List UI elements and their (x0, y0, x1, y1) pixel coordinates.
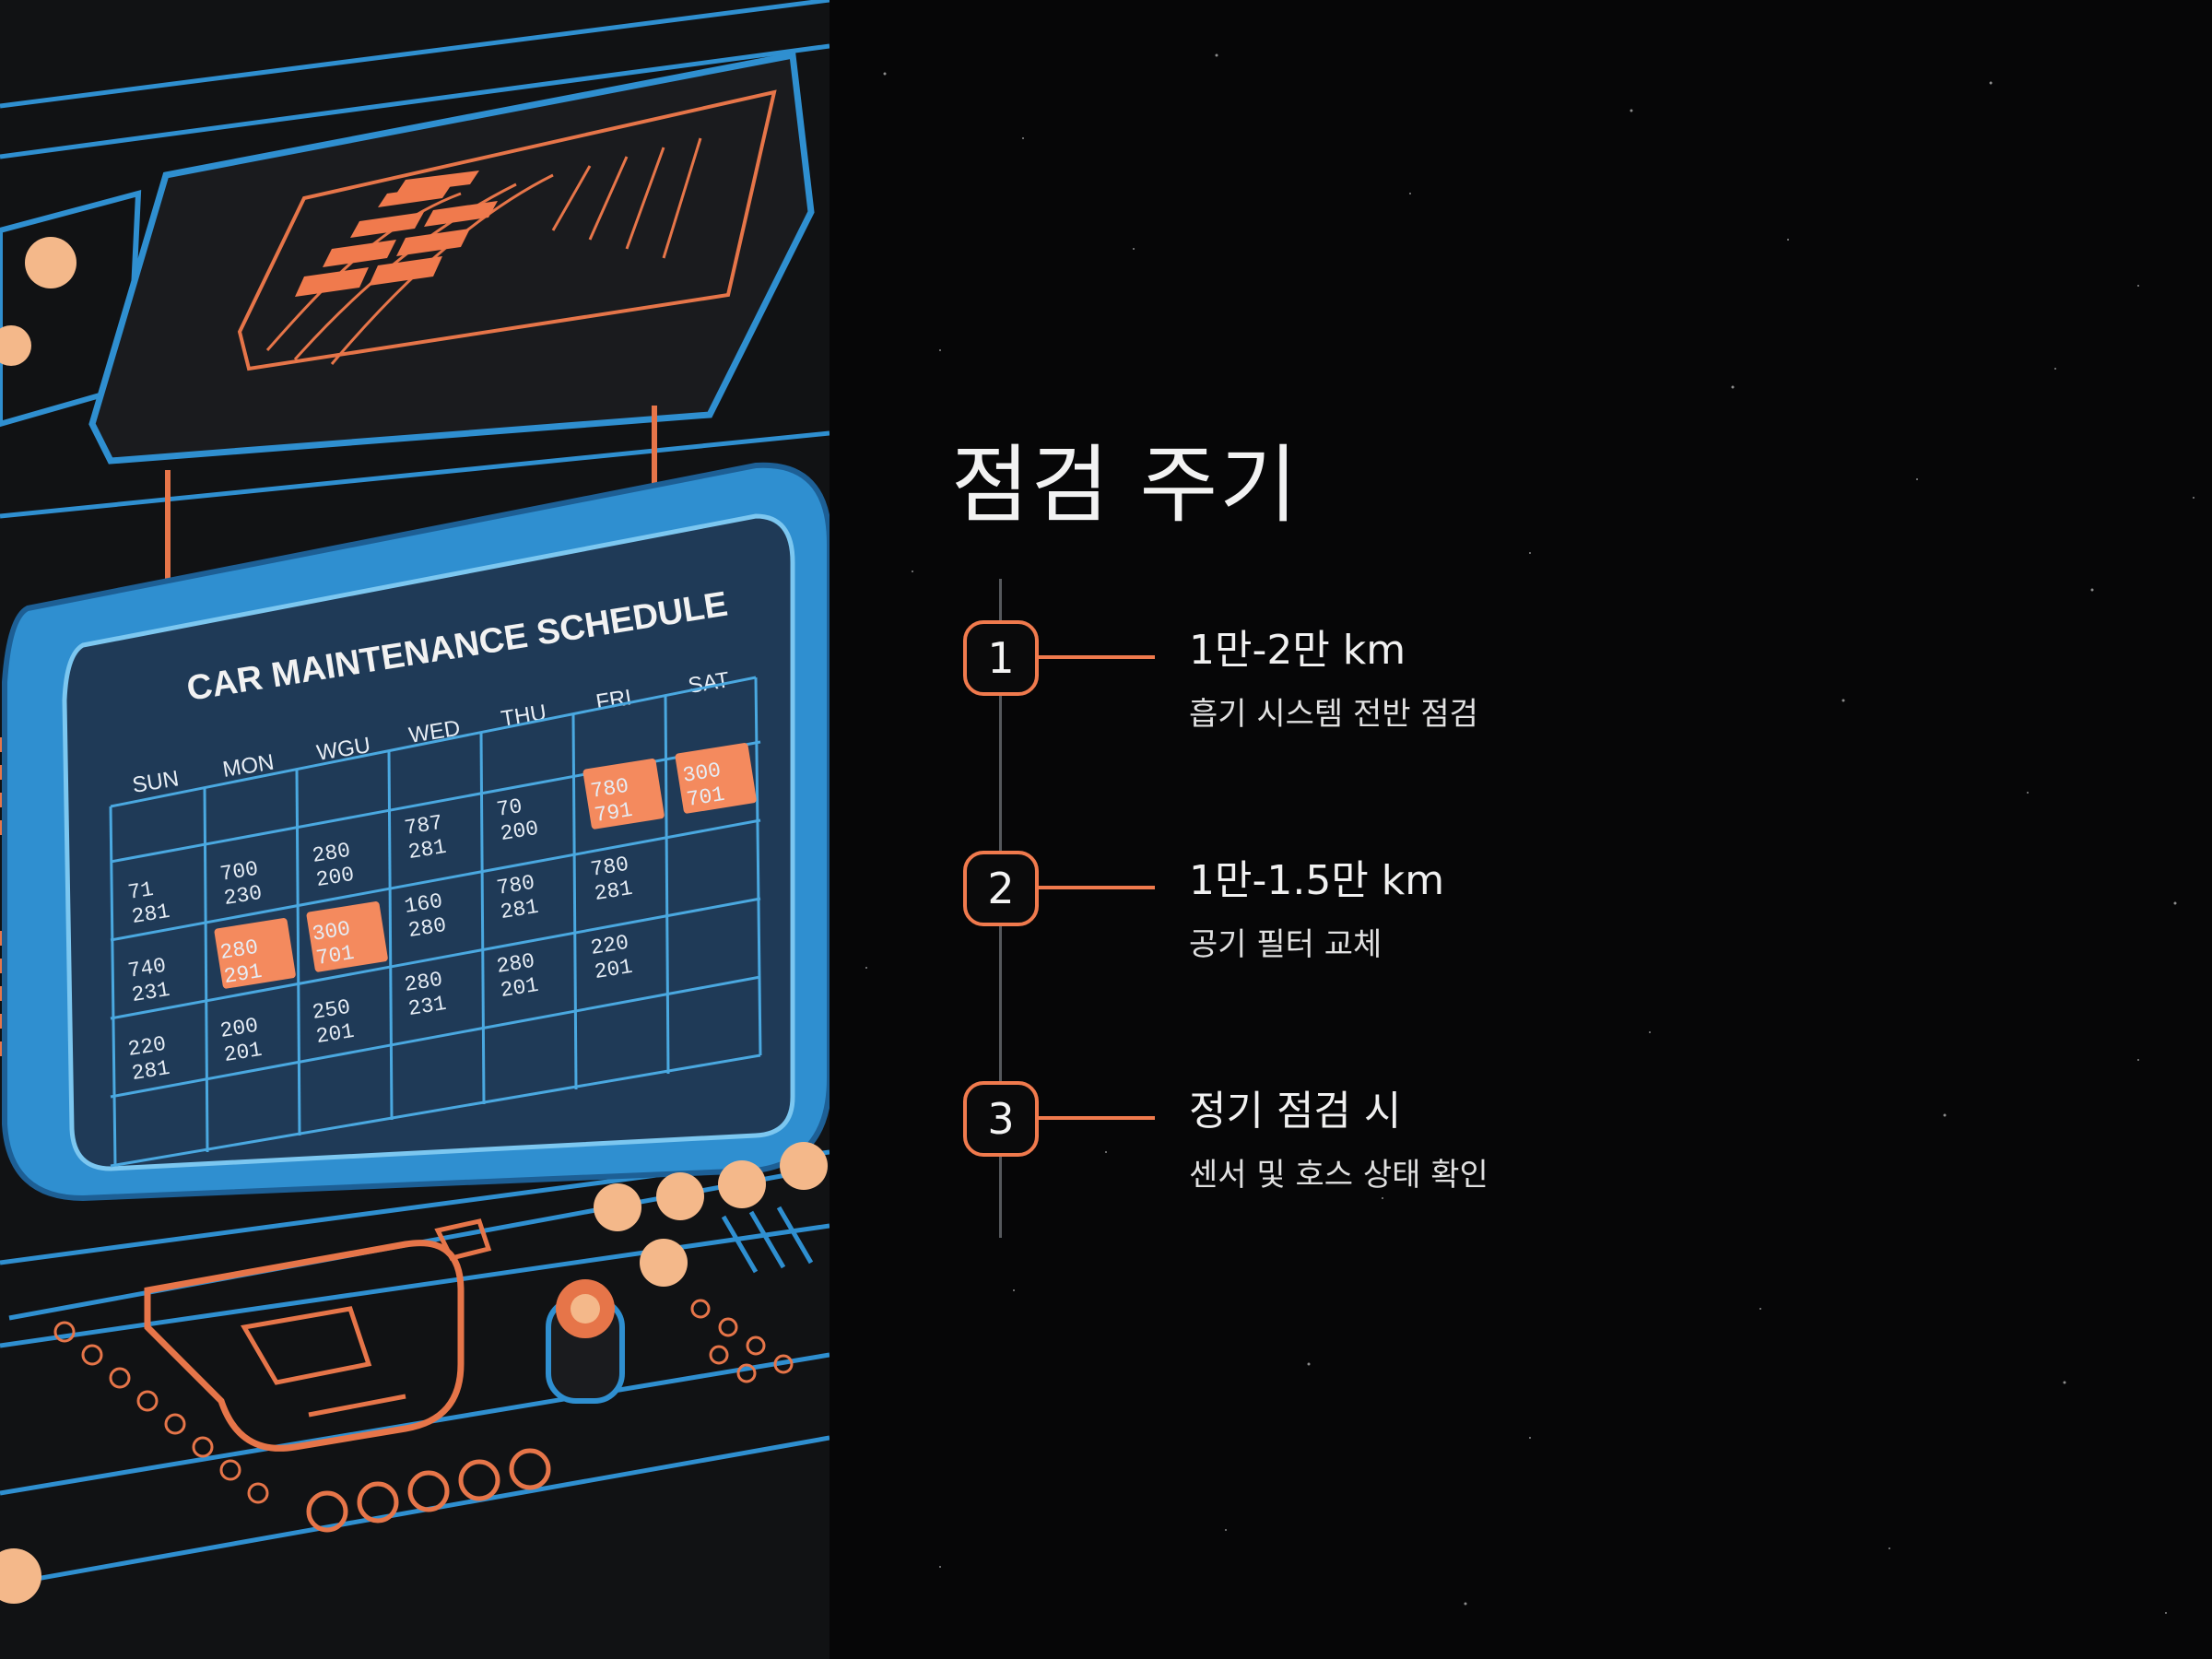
cell-r1c0: 71281 (126, 876, 171, 929)
cell-r1c5: 780281 (589, 853, 634, 906)
step-connector (1039, 1116, 1155, 1120)
cell-r2c1: 280291 (218, 935, 264, 989)
highlighted-cells (214, 743, 757, 989)
calendar-grid (109, 676, 762, 1168)
step-description: 센서 및 호스 상태 확인 (1189, 1157, 1488, 1194)
timeline-step-1: 1 1만-2만 km 흡기 시스템 전반 점검 (830, 620, 2212, 777)
top-monitor (88, 51, 815, 465)
cell-r0c3: 787281 (403, 811, 448, 865)
calendar-cell-values: 787281 70200 780791 300701 71281 700230 … (126, 759, 726, 1086)
cell-r2c4: 280201 (495, 949, 540, 1003)
step-number-badge: 3 (963, 1081, 1039, 1157)
slide-content: 점검 주기 1 1만-2만 km 흡기 시스템 전반 점검 2 1만-1.5만 … (830, 0, 2212, 1659)
cell-r2c0: 740231 (126, 954, 171, 1007)
step-description: 공기 필터 교체 (1189, 926, 1382, 963)
cell-r0c4: 70200 (495, 793, 540, 846)
step-connector (1039, 655, 1155, 659)
dashboard-illustration: CAR MAINTENANCE SCHEDULE SUN MON WGU WED… (0, 0, 830, 1659)
cell-r2c5: 220201 (589, 931, 634, 984)
step-title: 1만-1.5만 km (1189, 857, 1445, 904)
cell-r0c6: 300701 (681, 759, 726, 812)
cell-r3c0: 220281 (126, 1032, 171, 1086)
starfield-background (865, 53, 2194, 1614)
step-connector (1039, 886, 1155, 889)
calendar-board: CAR MAINTENANCE SCHEDULE SUN MON WGU WED… (1, 462, 830, 1202)
day-fri: FRI (594, 685, 633, 715)
car-dashboard-illustration: CAR MAINTENANCE SCHEDULE SUN MON WGU WED… (0, 0, 830, 1604)
step-title: 1만-2만 km (1189, 627, 1406, 674)
cell-r2c2: 300701 (311, 917, 356, 971)
cell-r1c1: 700230 (218, 857, 264, 911)
step-description: 흡기 시스템 전반 점검 (1189, 696, 1478, 733)
hanging-rods (165, 406, 657, 581)
step-number-badge: 1 (963, 620, 1039, 696)
timeline-step-3: 3 정기 점검 시 센서 및 호스 상태 확인 (830, 1081, 2212, 1238)
timeline-step-2: 2 1만-1.5만 km 공기 필터 교체 (830, 851, 2212, 1007)
cell-r3c1: 200201 (218, 1014, 264, 1067)
step-number-badge: 2 (963, 851, 1039, 926)
cell-r1c4: 780281 (495, 871, 540, 924)
cell-r3c2: 250201 (311, 995, 356, 1049)
step-title: 정기 점검 시 (1189, 1088, 1402, 1135)
cell-r0c5: 780791 (589, 774, 634, 828)
slide-title: 점검 주기 (951, 436, 1300, 535)
cell-r2c3: 280231 (403, 968, 448, 1021)
lower-console (0, 1142, 828, 1604)
cell-r1c3: 160280 (403, 889, 448, 943)
cell-r1c2: 280200 (311, 839, 356, 892)
